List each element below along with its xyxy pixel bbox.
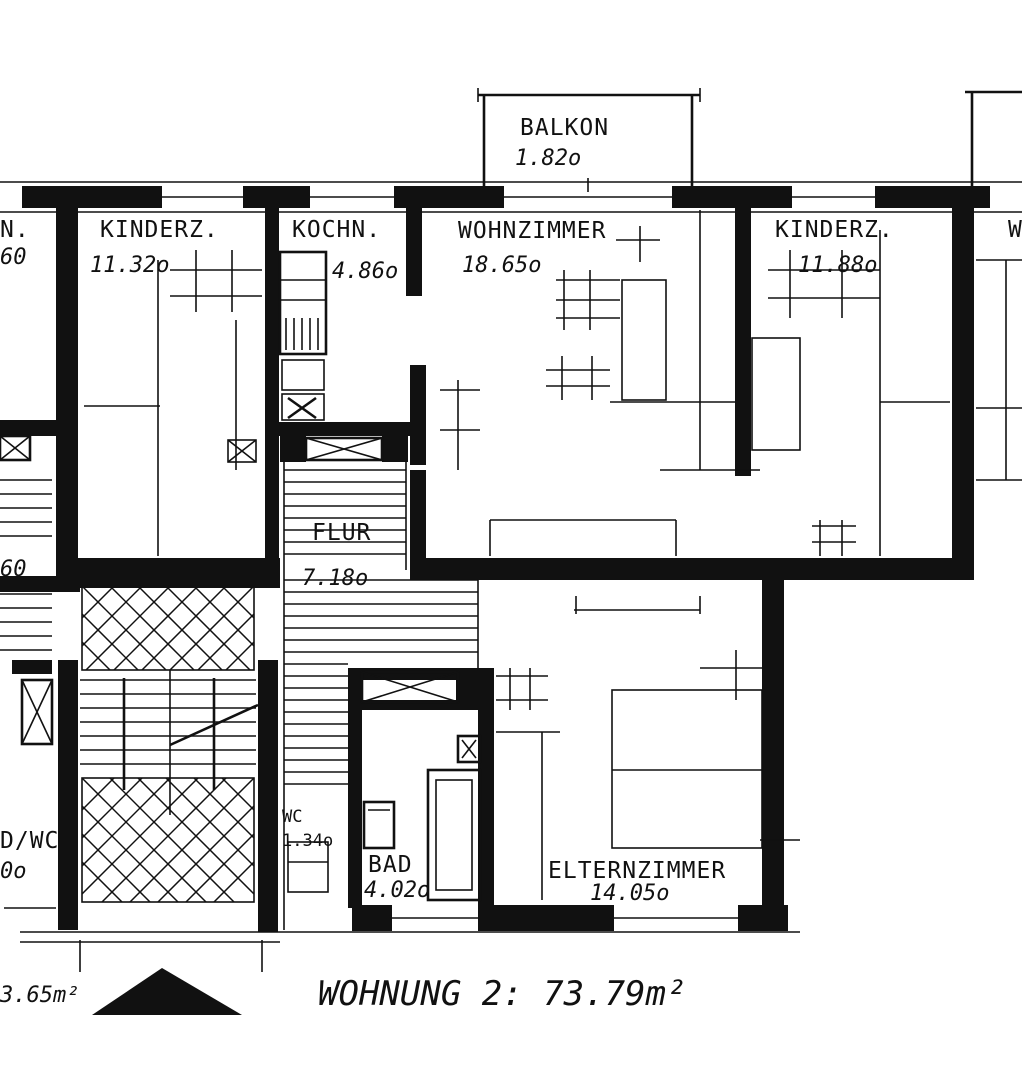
left-bad-wc-area: 0o [0,859,27,884]
furniture-sketches [84,210,1022,900]
kitchen-fixtures [278,250,384,462]
wohnung-total: WOHNUNG 2: 73.79m² [318,974,686,1014]
flur-label: FLUR [312,520,371,546]
balcony-right-fragment [965,90,1022,190]
right-top-label: W [1008,217,1022,243]
stairwell [80,585,259,903]
bad-area: 4.02o [364,878,430,903]
kinderz-right-area: 11.88o [798,253,877,278]
balkon-label: BALKON [520,115,609,141]
left-total-area: 3.65m² [0,983,79,1008]
left-edge-stairs [0,434,56,909]
wc-area: 1.34o [282,831,333,851]
bad-label: BAD [368,852,413,878]
elternzimmer-label: ELTERNZIMMER [548,858,726,884]
elternzimmer-area: 14.05o [590,881,669,906]
left-mid-area: 60 [0,557,27,582]
left-bad-wc-label: D/WC [0,828,59,854]
balcony-outline [477,88,701,192]
left-top-area: 60 [0,245,27,270]
flur-stairs [283,460,479,930]
balkon-area: 1.82o [515,146,581,171]
kinderz-left-area: 11.32o [90,253,169,278]
kochn-area: 4.86o [332,259,398,284]
walls [0,181,1022,933]
wohnzimmer-area: 18.65o [462,253,541,278]
kochn-label: KOCHN. [292,217,381,243]
wohnzimmer-label: WOHNZIMMER [458,218,606,244]
left-top-label: N. [0,217,30,243]
kinderz-left-label: KINDERZ. [100,217,219,243]
bath-fixtures [287,670,482,902]
kinderz-right-label: KINDERZ. [775,217,894,243]
entrance-marker [92,968,242,1015]
wc-label: WC [282,807,302,827]
flur-area: 7.18o [302,566,368,591]
